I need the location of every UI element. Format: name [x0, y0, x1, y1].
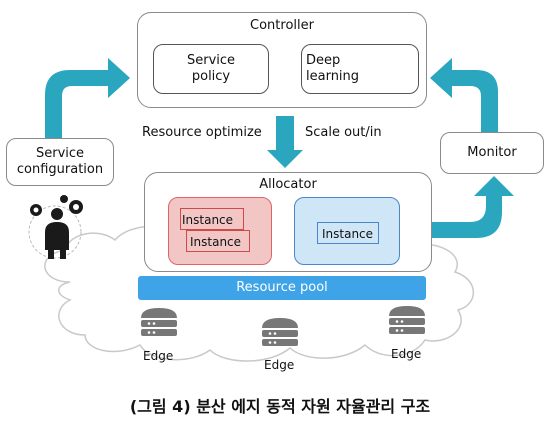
instance-group-blue — [294, 197, 400, 265]
edge-server-icon — [141, 308, 177, 336]
resource-optimize-label: Resource optimize — [142, 125, 262, 140]
instance-card-1 — [180, 208, 244, 230]
edge-server-icon — [262, 318, 298, 346]
instance-label-2: Instance — [190, 235, 242, 249]
controller-title: Controller — [250, 18, 314, 33]
deep-learning-label: Deep learning — [306, 53, 360, 84]
edge-label-1: Edge — [143, 349, 174, 363]
instance-label-1: Instance — [182, 213, 234, 227]
allocator-title: Allocator — [259, 177, 317, 192]
resource-pool-label: Resource pool — [236, 280, 328, 295]
service-policy-box — [153, 44, 269, 94]
monitor-label: Monitor — [467, 145, 517, 160]
user-gears-icon — [28, 195, 83, 259]
resource-pool-bar — [138, 276, 426, 300]
instance-card-2 — [186, 230, 250, 252]
figure-caption: (그림 4) 분산 에지 동적 자원 자율관리 구조 — [129, 397, 431, 416]
monitor-box — [440, 132, 544, 174]
edge-label-3: Edge — [391, 347, 422, 361]
edge-server-icon — [389, 306, 425, 334]
service-configuration-box — [6, 138, 114, 186]
arrow-allocator-to-monitor — [432, 176, 514, 238]
arrow-config-to-controller — [45, 58, 130, 138]
instance-card-3 — [317, 222, 379, 244]
arrow-controller-to-allocator — [267, 116, 303, 168]
scale-out-label: Scale out/in — [305, 125, 382, 140]
instance-label-3: Instance — [322, 227, 374, 241]
arrow-monitor-to-controller — [430, 58, 498, 132]
deep-learning-box — [301, 44, 419, 94]
service-configuration-label: Service configuration — [16, 146, 104, 177]
edge-label-2: Edge — [264, 358, 295, 372]
service-policy-label: Service policy — [186, 53, 236, 84]
